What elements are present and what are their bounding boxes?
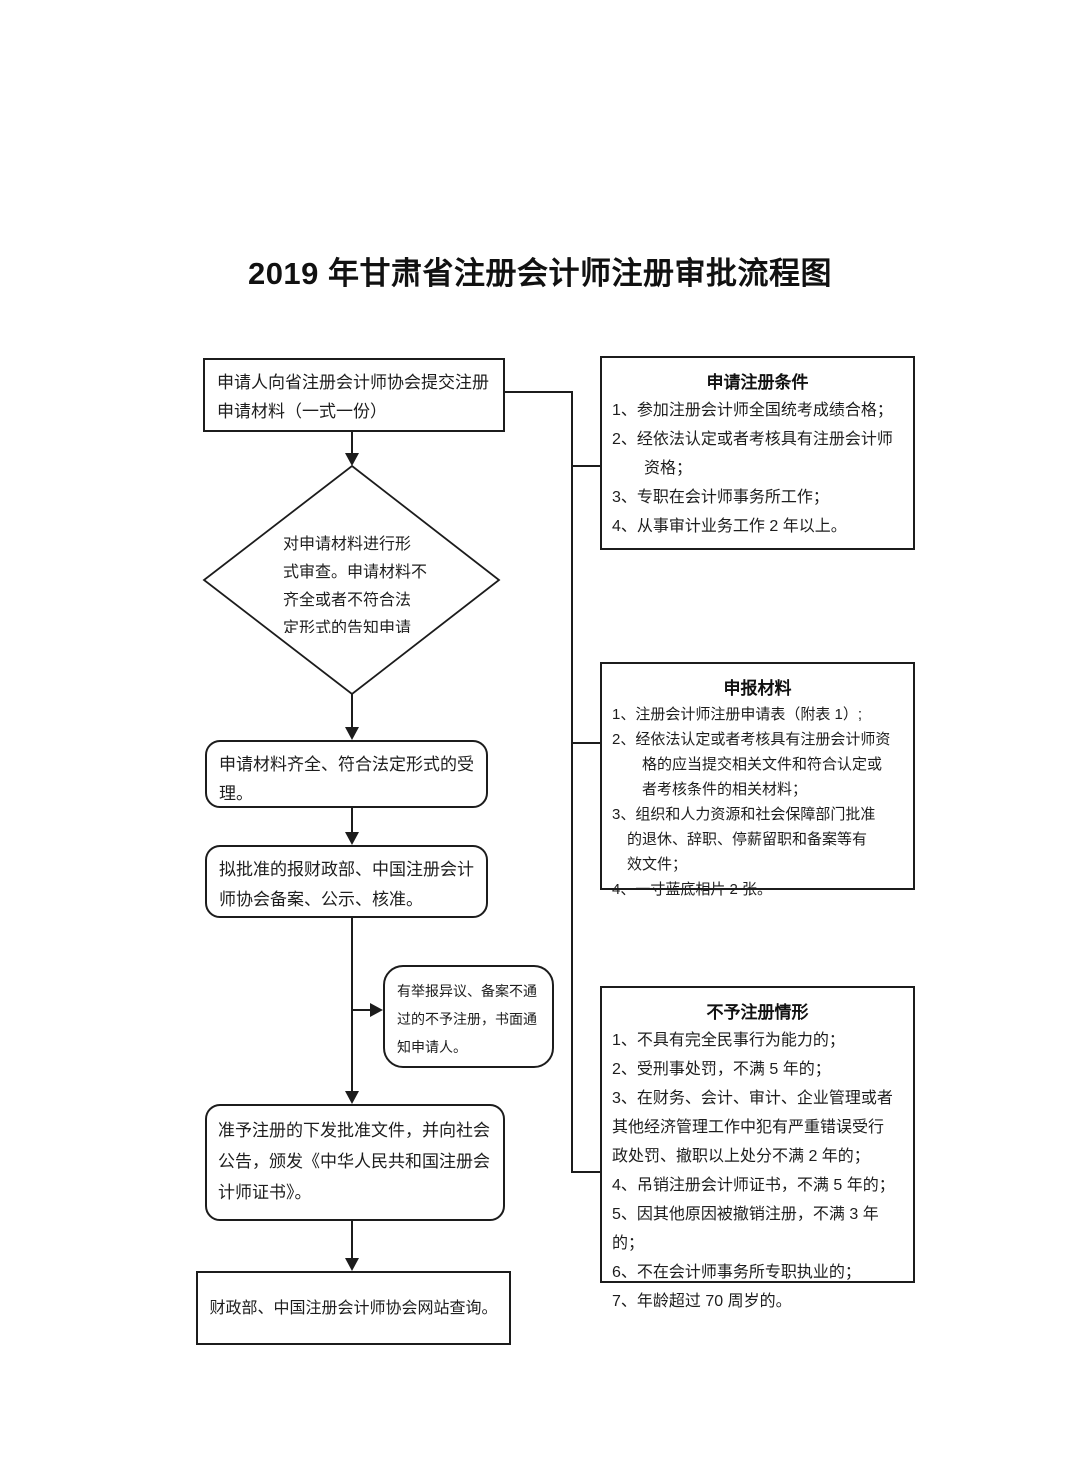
panel-item: 6、不在会计师事务所专职执业的；	[612, 1264, 861, 1281]
panel-item: 2、受刑事处罚，不满 5 年的；	[612, 1061, 831, 1078]
panel-item: 2、经依法认定或者考核具有注册会计师 资格；	[612, 431, 893, 477]
panel-registration-conditions: 申请注册条件 1、参加注册会计师全国统考成绩合格； 2、经依法认定或者考核具有注…	[600, 356, 915, 550]
arrowhead-right-icon	[370, 1003, 383, 1017]
node-submit-materials: 申请人向省注册会计师协会提交注册 申请材料（一式一份）	[203, 358, 505, 432]
panel-item: 2、经依法认定或者考核具有注册会计师资 格的应当提交相关文件和符合认定或 者考核…	[612, 731, 891, 798]
node-approval-certificate: 准予注册的下发批准文件，并向社会 公告，颁发《中华人民共和国注册会 计师证书》。	[205, 1104, 505, 1221]
panel-title: 申报材料	[723, 679, 792, 698]
panel-item: 5、因其他原因被撤销注册，不满 3 年的；	[612, 1206, 879, 1252]
panel-no-registration-cases: 不予注册情形 1、不具有完全民事行为能力的； 2、受刑事处罚，不满 5 年的； …	[600, 986, 915, 1310]
arrowhead-down-icon	[345, 1091, 359, 1104]
arrowhead-down-icon	[345, 1258, 359, 1271]
node-website-query: 财政部、中国注册会计师协会网站查询。	[196, 1271, 511, 1345]
panel-title: 不予注册情形	[706, 1003, 809, 1022]
panel-item: 3、专职在会计师事务所工作；	[612, 489, 829, 506]
panel-title: 申请注册条件	[706, 373, 809, 392]
panel-item: 3、在财务、会计、审计、企业管理或者 其他经济管理工作中犯有严重错误受行 政处罚…	[612, 1090, 893, 1165]
arrowhead-down-icon	[345, 832, 359, 845]
panel-item: 1、不具有完全民事行为能力的；	[612, 1032, 845, 1049]
panel-item: 4、从事审计业务工作 2 年以上。	[612, 518, 847, 535]
node-acceptance: 申请材料齐全、符合法定形式的受 理。	[205, 740, 488, 808]
arrowhead-down-icon	[345, 727, 359, 740]
panel-item: 7、年龄超过 70 周岁的。	[612, 1293, 792, 1310]
arrowhead-down-icon	[345, 453, 359, 466]
panel-item: 3、组织和人力资源和社会保障部门批准 的退休、辞职、停薪留职和备案等有 效文件；	[612, 806, 876, 873]
panel-item: 1、参加注册会计师全国统考成绩合格；	[612, 402, 893, 419]
node-objection-notice: 有举报异议、备案不通 过的不予注册，书面通 知申请人。	[383, 965, 554, 1068]
panel-item: 4、一寸蓝底相片 2 张。	[612, 881, 773, 898]
page-title: 2019 年甘肃省注册会计师注册审批流程图	[247, 256, 833, 291]
panel-item: 4、吊销注册会计师证书，不满 5 年的；	[612, 1177, 895, 1194]
decision-formal-review-text: 对申请材料进行形 式审查。申请材料不 齐全或者不符合法 定形式的告知申请	[283, 536, 428, 633]
node-record-publicity: 拟批准的报财政部、中国注册会计 师协会备案、公示、核准。	[205, 845, 488, 918]
connector-trunk	[505, 391, 600, 1173]
panel-application-materials: 申报材料 1、注册会计师注册申请表（附表 1）; 2、经依法认定或者考核具有注册…	[600, 662, 915, 898]
panel-item: 1、注册会计师注册申请表（附表 1）;	[612, 706, 863, 723]
